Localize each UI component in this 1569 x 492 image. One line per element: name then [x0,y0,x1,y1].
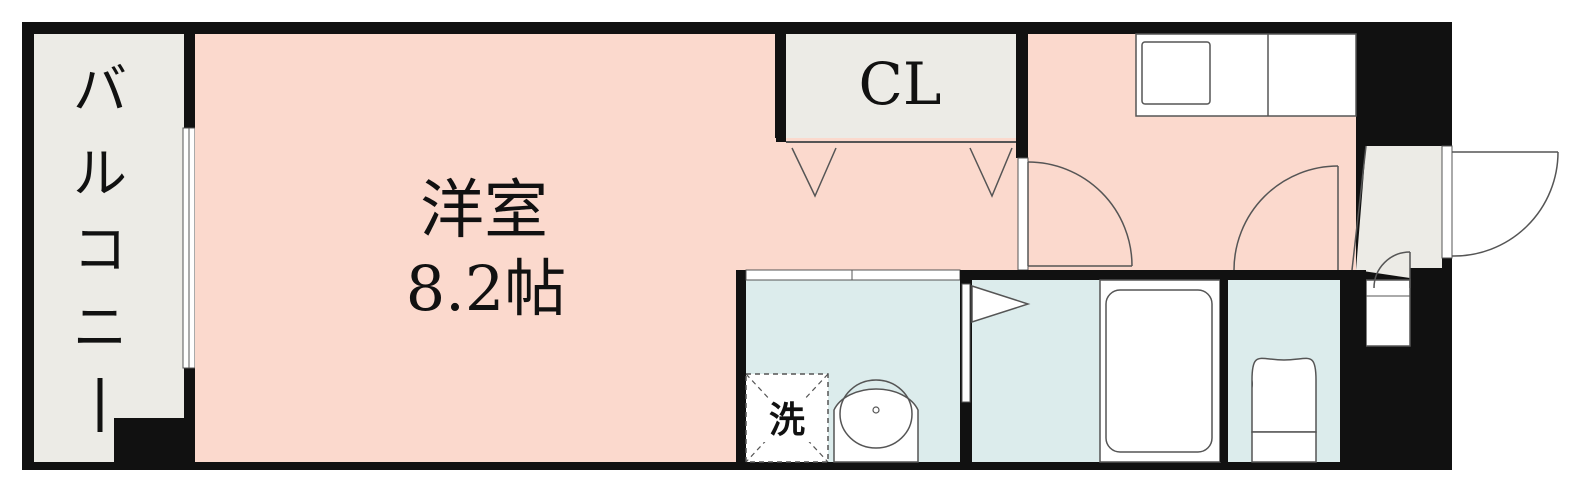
wet-area-wall-right [1340,270,1366,462]
western-room-size: 8.2帖 [406,252,567,325]
balcony-label-char-0: バ [73,58,127,121]
closet-door-fold-right [969,147,1013,198]
washer-label: 洗 [769,400,805,441]
balcony-label: バ ル コ ニ [73,58,127,432]
balcony-corner-wall [114,418,195,470]
closet-floor [786,34,1016,138]
entrance-step [1351,145,1367,271]
bath-door-opening [961,283,971,403]
balcony-label-char-3: ニ [73,296,127,359]
shoe-storage-wall [1410,268,1452,358]
kitchen-counter [1135,33,1357,117]
entrance-door [1441,145,1559,259]
bath-door-fill [971,284,1031,324]
shoe-storage [1365,279,1411,347]
entrance-floor [1356,146,1442,278]
shoe-storage-door [1373,251,1411,289]
toilet [1251,357,1317,463]
western-room-floor [195,34,775,462]
western-room-name: 洋室 [420,174,548,248]
balcony-label-char-1: ル [73,142,127,205]
washer-space [745,373,829,463]
wet-area-wall-top [736,270,1356,280]
kitchen-wall-right [1356,34,1452,142]
closet-label: CL [859,50,942,118]
closet-door-fold-left [791,147,837,198]
bathtub [1099,279,1221,463]
closet-wall-left [776,34,786,142]
wet-area-wall-left [736,270,746,462]
toilet-door [1233,165,1339,271]
western-room-floor-ext [775,138,1019,270]
washroom-sliding-door [745,269,961,281]
balcony-floor [34,34,184,418]
toilet-wall [1220,270,1228,462]
wash-basin [833,379,919,463]
closet-wall-right [1016,34,1028,158]
balcony-window [182,127,196,369]
balcony-label-char-2: コ [73,218,127,281]
